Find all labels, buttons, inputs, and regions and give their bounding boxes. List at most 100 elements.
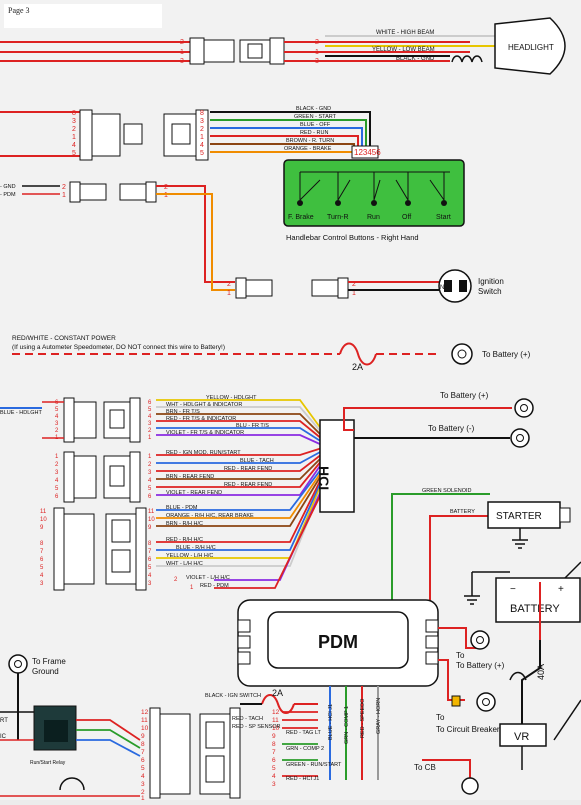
constant-power-section: RED/WHITE - CONSTANT POWER (If using a A… bbox=[12, 335, 531, 372]
hci-g1-pin-5: 6 bbox=[55, 494, 59, 500]
pdm-wire-1: RED - SP SENSOR bbox=[232, 724, 281, 730]
frame-section: To Frame Ground Run/Start Relay RT IC bbox=[0, 654, 141, 797]
hb-pin-right-0: 8 bbox=[200, 110, 204, 117]
pdm-wire-0: RED - TACH bbox=[232, 716, 263, 722]
vr-box bbox=[499, 723, 547, 747]
hci-g2-rpin-4: 7 bbox=[148, 549, 152, 555]
hci-g0-pin-1: 5 bbox=[55, 407, 59, 413]
hci-g2-pin-1: 10 bbox=[40, 517, 47, 523]
hci-g1-wire-5: VIOLET - REAR FEND bbox=[166, 490, 222, 496]
hb-wire-4: BROWN - R. TURN bbox=[286, 138, 334, 144]
hci-g2-rpin-7: 4 bbox=[148, 573, 152, 579]
hci-section: BLUE - HDLGHT 6 5 4 3 2 1 6 5 4 3 2 1 1 bbox=[0, 391, 534, 591]
page-label: Page 3 bbox=[4, 4, 162, 28]
hci-g2-wire-6: WHT - L/H H/C bbox=[166, 561, 203, 567]
hb-pin-left-2: 2 bbox=[72, 126, 76, 133]
hci-g2-rpin-1: 10 bbox=[148, 517, 155, 523]
hci-g0-wire-4: BLU - FR T/S bbox=[236, 423, 269, 429]
hci-title: HCI bbox=[316, 466, 332, 490]
hci-g2-wire-5: YELLOW - L/H H/C bbox=[166, 553, 213, 559]
hci-g2-rpin-8: 3 bbox=[148, 581, 152, 587]
hb-pin-right-3: 1 bbox=[200, 134, 204, 141]
hb-pin-left-5: 5 bbox=[72, 150, 76, 157]
hb-pin-right-2: 2 bbox=[200, 126, 204, 133]
pdm-rpin-2: 10 bbox=[272, 725, 280, 732]
ign-label-2: Switch bbox=[478, 287, 502, 296]
hci-g2-wire-4: BLUE - R/H H/C bbox=[176, 545, 216, 551]
pdm-vert-wire-2: RED - SPEEDO bbox=[360, 698, 366, 738]
pdm-vert-wire-3: GRAY - HORN bbox=[376, 698, 382, 734]
ign-pin-left-0: 2 bbox=[62, 184, 66, 191]
hci-g0-pin-0: 6 bbox=[55, 400, 59, 406]
ignition-switch-icon bbox=[438, 269, 472, 303]
pdm-to-battery: To Battery (+) bbox=[456, 661, 505, 670]
hci-g2-pin-4: 7 bbox=[40, 549, 44, 555]
hci-g2-wire-0: BLUE - PDM bbox=[166, 505, 198, 511]
hb-switch-traces bbox=[299, 171, 450, 201]
ignition-section: - GND - PDM 2 1 2 1 2 1 2 1 NO Igni bbox=[0, 181, 504, 303]
hb-pin-right-4: 4 bbox=[200, 142, 204, 149]
starter-green-solenoid: GREEN SOLENOID bbox=[422, 488, 472, 494]
pdm-wire-2: RED - TAG LT bbox=[286, 730, 321, 736]
hb-wire-3: RED - RUN bbox=[300, 130, 328, 136]
ign-connector-top bbox=[69, 181, 157, 203]
pdm-40a-breaker-icon bbox=[509, 671, 527, 681]
pdm-connector bbox=[149, 707, 241, 799]
pdm-pin-5: 7 bbox=[141, 749, 145, 756]
pdm-pin-7: 5 bbox=[141, 765, 145, 772]
hb-button-4: Start bbox=[436, 214, 451, 221]
hci-box bbox=[319, 419, 355, 513]
pdm-pin-11: 1 bbox=[141, 795, 145, 800]
ign-label-1: Ignition bbox=[478, 277, 504, 286]
ign-switch-text: NO bbox=[440, 285, 449, 291]
hl-pin-left-1: 1 bbox=[180, 49, 184, 56]
pdm-to-cb-1: To bbox=[436, 713, 445, 722]
pdm-rpin-4: 8 bbox=[272, 741, 276, 748]
hci-g2-pin-2: 9 bbox=[40, 525, 44, 531]
hci-g1-rpin-1: 2 bbox=[148, 462, 152, 468]
pdm-title: PDM bbox=[318, 632, 358, 652]
starter-box bbox=[487, 501, 561, 529]
hl-ground-symbol bbox=[451, 55, 483, 63]
hci-g2-wire-1: ORANGE - R/H H/C, REAR BRAKE bbox=[166, 513, 254, 519]
hl-connector bbox=[189, 37, 285, 65]
battery-plus-icon: + bbox=[558, 584, 564, 595]
ign-pin-lower-0: 2 bbox=[227, 281, 231, 288]
hb-caption: Handlebar Control Buttons - Right Hand bbox=[286, 233, 419, 242]
pdm-section: PDM BLUE - HCI J1 GRN - COMP 1 RED - SPE… bbox=[141, 582, 581, 802]
hb-wire-1: GREEN - START bbox=[294, 114, 337, 120]
hci-g1-rpin-2: 3 bbox=[148, 470, 152, 476]
hci-g3-pin-0: 2 bbox=[174, 577, 178, 583]
hci-g2-wire-3: RED - R/H H/C bbox=[166, 537, 203, 543]
pdm-40a: 40A bbox=[536, 664, 546, 680]
hci-g1-rpin-5: 6 bbox=[148, 494, 152, 500]
ign-left-label-1: - PDM bbox=[0, 192, 16, 198]
hci-connector-0 bbox=[63, 397, 141, 443]
pdm-black-ign: BLACK - IGN SWITCH bbox=[205, 693, 261, 699]
hci-g1-wire-4: RED - REAR FEND bbox=[224, 482, 272, 488]
pdm-pin-1: 11 bbox=[141, 717, 148, 724]
hb-button-0: F. Brake bbox=[288, 214, 314, 221]
hci-g1-wire-2: RED - REAR FEND bbox=[224, 466, 272, 472]
hci-connector-2 bbox=[53, 507, 147, 591]
starter-title: STARTER bbox=[496, 511, 542, 522]
hci-g2-rpin-3: 8 bbox=[148, 541, 152, 547]
hb-connector bbox=[79, 109, 209, 161]
relay-label: Run/Start Relay bbox=[30, 760, 66, 766]
ign-pin-lower-1: 1 bbox=[227, 290, 231, 297]
hci-g1-wire-0: RED - IGN MOD. RUN/START bbox=[166, 450, 241, 456]
power-fuse-icon bbox=[339, 342, 377, 366]
hb-pin-left-0: 8 bbox=[72, 110, 76, 117]
battery-box bbox=[495, 577, 581, 623]
hci-g2-pin-5: 6 bbox=[40, 557, 44, 563]
pdm-rpin-8: 4 bbox=[272, 773, 276, 780]
hci-g1-pin-0: 1 bbox=[55, 454, 59, 460]
hb-button-3: Off bbox=[402, 214, 411, 221]
pdm-vr: VR bbox=[514, 731, 529, 743]
battery-title: BATTERY bbox=[510, 603, 560, 615]
hci-g0-pin-3: 3 bbox=[55, 421, 59, 427]
power-note-2: (If using a Autometer Speedometer, DO NO… bbox=[12, 344, 225, 351]
handlebar-section: 8 3 2 1 4 5 8 3 2 1 4 5 bbox=[0, 106, 465, 242]
hci-g1-pin-3: 4 bbox=[55, 478, 59, 484]
hb-wire-2: BLUE - OFF bbox=[300, 122, 331, 128]
